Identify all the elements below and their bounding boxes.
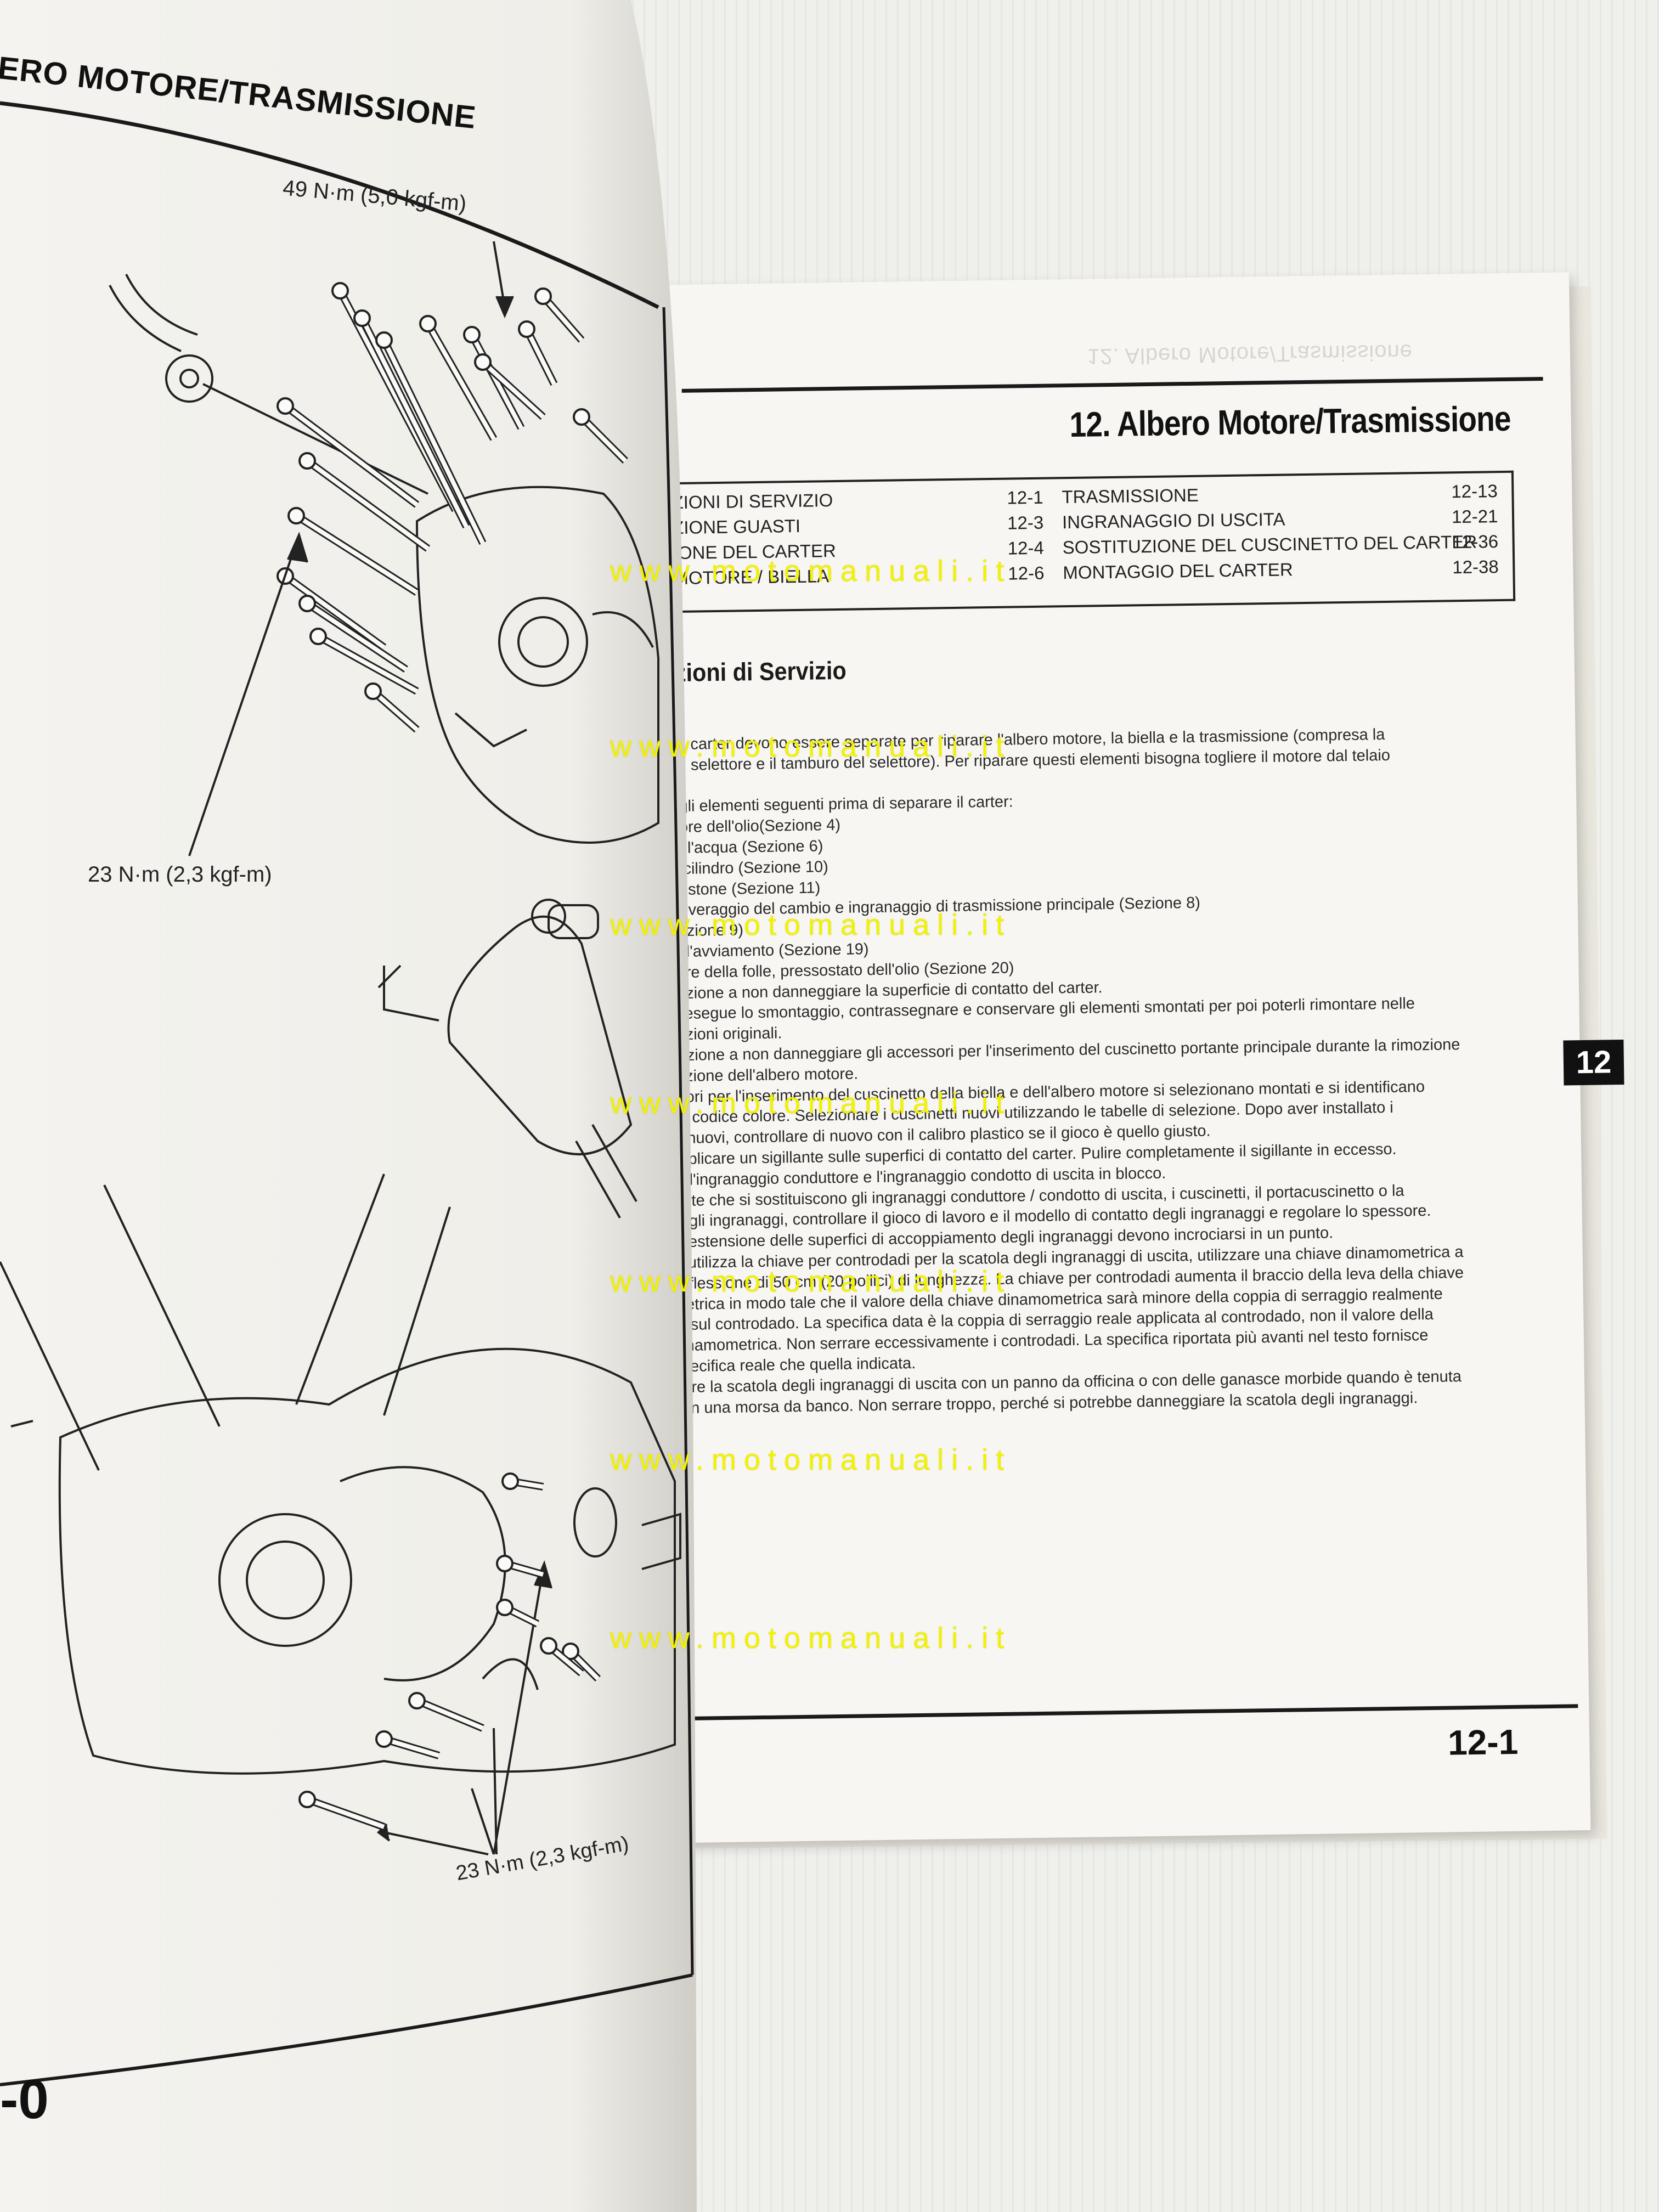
bolt-head — [298, 595, 316, 612]
bolt-head — [496, 1555, 514, 1572]
bolt — [371, 689, 419, 732]
bolt — [306, 1797, 385, 1829]
bolt-head — [331, 282, 349, 300]
service-info-text: del carter devono essere separate per ri… — [664, 723, 1530, 1419]
bolt — [317, 634, 418, 693]
bolt-head — [298, 452, 316, 470]
torque-label-mid: 23 N·m (2,3 kgf-m) — [88, 862, 272, 887]
bolt-head — [534, 287, 552, 305]
bolt-head — [501, 1472, 519, 1490]
bolt — [306, 459, 430, 551]
bolt-head — [276, 397, 294, 415]
left-page: ERO MOTORE/TRASMISSIONE 49 N·m (5,0 kgf-… — [0, 0, 697, 2212]
bolt — [541, 295, 584, 342]
bolt — [284, 574, 386, 650]
right-page: 12. Albero Motore/Trasmissione 12. Alber… — [636, 272, 1624, 1843]
bolt — [295, 514, 419, 595]
section-heading: zioni di Servizio — [674, 656, 847, 687]
bolt-head — [364, 682, 382, 700]
bolt-head — [496, 1599, 514, 1616]
bolt — [360, 317, 469, 528]
bolt — [284, 404, 419, 507]
bolt-head — [375, 331, 393, 349]
watermark: www.motomanuali.it — [610, 1443, 1012, 1476]
crankcase-exploded-diagram — [0, 241, 681, 1855]
chapter-tab: 12 — [1563, 1040, 1624, 1086]
bolt-head — [573, 408, 590, 426]
watermark: www.motomanuali.it — [610, 1265, 1012, 1298]
watermark: www.motomanuali.it — [610, 555, 1012, 588]
right-page-number: 12-1 — [1447, 1722, 1519, 1763]
bolt — [416, 1699, 484, 1730]
left-page-number: -0 — [0, 2069, 49, 2130]
bolt-head — [419, 315, 437, 332]
left-page-sheet — [0, 0, 697, 2212]
bolt — [382, 339, 485, 544]
bolt-head — [474, 353, 492, 371]
bolt-head — [463, 326, 481, 343]
bolt — [524, 328, 556, 385]
watermark: www.motomanuali.it — [610, 730, 1012, 763]
bolt — [306, 601, 408, 672]
watermark: www.motomanuali.it — [610, 1622, 1012, 1655]
bolt-head — [287, 507, 305, 524]
bottom-rule — [689, 1704, 1578, 1720]
bolt — [481, 360, 545, 419]
bolt-head — [298, 1791, 316, 1808]
bolt-head — [540, 1637, 557, 1655]
watermark: www.motomanuali.it — [610, 909, 1012, 941]
chapter-title: 12. Albero Motore/Trasmissione — [1069, 398, 1511, 444]
bolt — [426, 323, 496, 440]
bolt-head — [353, 309, 371, 327]
bolt — [383, 1737, 440, 1758]
watermark: www.motomanuali.it — [610, 1087, 1012, 1120]
bolt-head — [375, 1730, 393, 1748]
bolt-head — [562, 1643, 579, 1660]
bolt-head — [408, 1692, 426, 1709]
bolt — [580, 415, 627, 462]
top-rule — [681, 376, 1543, 393]
bolt-head — [309, 628, 327, 645]
show-through-text: 12. Albero Motore/Trasmissione — [1087, 340, 1413, 369]
bolt — [470, 334, 523, 429]
bolt-head — [518, 320, 535, 338]
